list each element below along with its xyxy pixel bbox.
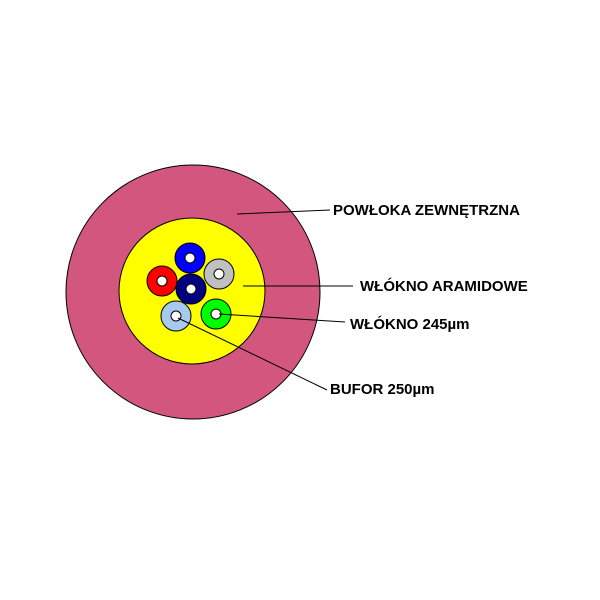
leader-line-fiber (218, 313, 346, 323)
fiber-bottom-left (160, 300, 192, 332)
label-fiber: WŁÓKNO 245µm (350, 315, 470, 333)
leader-line-buffer (177, 317, 328, 391)
label-aramid-yarn: WŁÓKNO ARAMIDOWE (360, 277, 528, 295)
fiber-center (175, 273, 207, 305)
label-buffer: BUFOR 250µm (330, 381, 435, 398)
fiber-left (146, 265, 178, 297)
label-outer-jacket: POWŁOKA ZEWNĘTRZNA (333, 202, 520, 219)
fiber-top (174, 242, 206, 274)
leader-line-outer-jacket (236, 209, 331, 215)
fiber-right (200, 298, 232, 330)
fiber-top-right (203, 258, 235, 290)
